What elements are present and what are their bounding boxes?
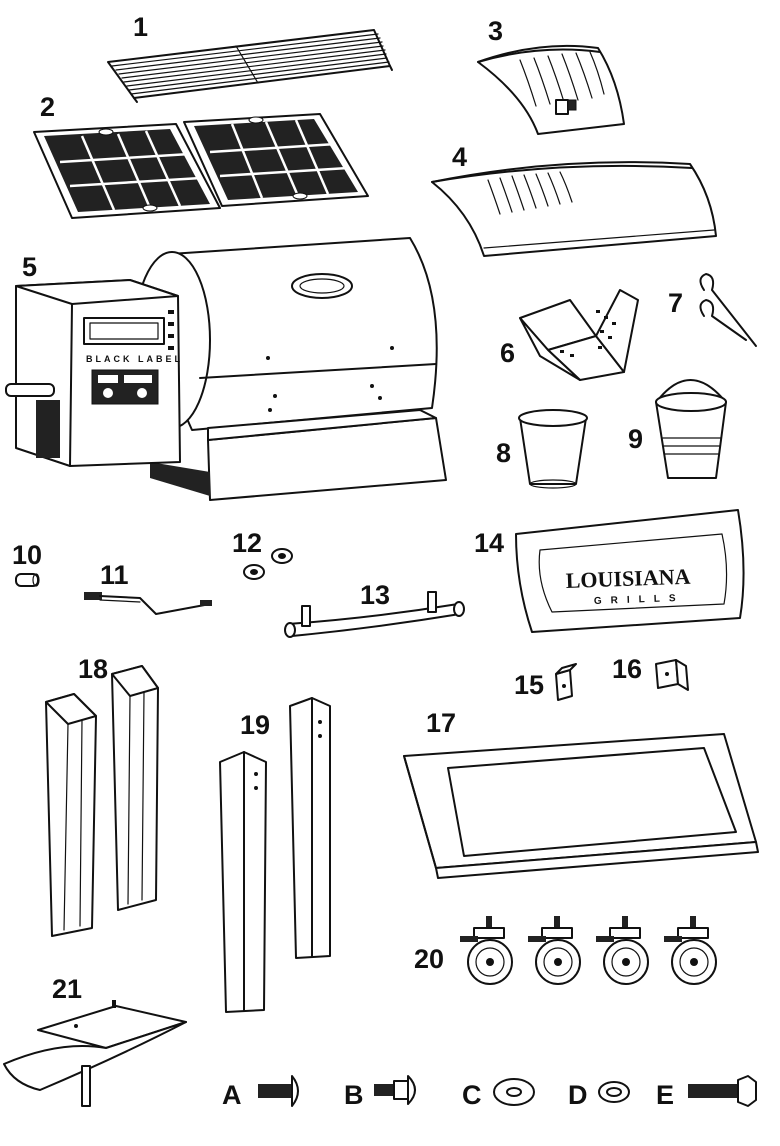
fire-pot-icon <box>519 289 639 381</box>
shoulder-bolt-icon <box>374 1075 416 1105</box>
grill-body-hopper-icon: BLACK LABEL <box>5 237 447 501</box>
lock-washer-icon <box>598 1081 630 1103</box>
part-label-17: 17 <box>426 708 456 738</box>
part-label-10: 10 <box>12 540 42 570</box>
part-label-11: 11 <box>100 560 129 590</box>
part-label-6: 6 <box>500 338 515 368</box>
part-label-18: 18 <box>78 654 108 684</box>
hardware-label-b: B <box>344 1080 364 1110</box>
part-label-2: 2 <box>40 92 55 122</box>
part-label-19: 19 <box>240 710 270 740</box>
rear-legs-icon <box>219 697 331 1013</box>
plug-icon <box>15 573 40 587</box>
hardware-label-c: C <box>462 1080 482 1110</box>
bracket-icon <box>655 659 689 691</box>
flat-washer-icon <box>493 1078 535 1106</box>
wire-cooking-grid-icon <box>107 29 393 103</box>
hardware-label-d: D <box>568 1080 588 1110</box>
truss-head-bolt-icon <box>258 1075 299 1107</box>
hex-bolt-icon <box>688 1075 757 1107</box>
part-label-16: 16 <box>612 654 642 684</box>
cast-iron-grates-icon <box>33 113 369 219</box>
part-label-20: 20 <box>414 944 444 974</box>
handle-icon <box>284 591 465 638</box>
part-label-1: 1 <box>133 12 148 42</box>
part-label-14: 14 <box>474 528 504 558</box>
part-label-7: 7 <box>668 288 683 318</box>
control-panel-label: BLACK LABEL <box>86 354 183 364</box>
caster-wheels-icon <box>460 916 717 985</box>
front-shelf-icon: LOUISIANA GRILLS <box>515 509 745 633</box>
large-heat-deflector-icon <box>431 161 717 257</box>
small-heat-deflector-icon <box>477 44 625 135</box>
shelf-brand-sub-text: GRILLS <box>594 593 685 607</box>
front-legs-icon <box>45 665 159 937</box>
hardware-label-a: A <box>222 1080 242 1110</box>
part-label-3: 3 <box>488 16 503 46</box>
grease-cup-icon <box>518 409 588 489</box>
grease-tray-icon <box>3 1000 187 1107</box>
part-label-4: 4 <box>452 142 467 172</box>
washers-icon <box>243 548 293 580</box>
part-label-12: 12 <box>232 528 262 558</box>
grease-bucket-icon <box>655 379 727 479</box>
shelf-brand-text: LOUISIANA <box>565 564 691 593</box>
part-label-8: 8 <box>496 438 511 468</box>
hardware-label-e: E <box>656 1080 674 1110</box>
part-label-5: 5 <box>22 252 37 282</box>
hooks-icon <box>699 273 757 347</box>
bottom-shelf-icon <box>403 733 759 879</box>
crank-rod-icon <box>84 592 212 615</box>
part-label-21: 21 <box>52 974 82 1004</box>
part-label-15: 15 <box>514 670 544 700</box>
bracket-icon <box>555 663 577 701</box>
part-label-13: 13 <box>360 580 390 610</box>
part-label-9: 9 <box>628 424 643 454</box>
